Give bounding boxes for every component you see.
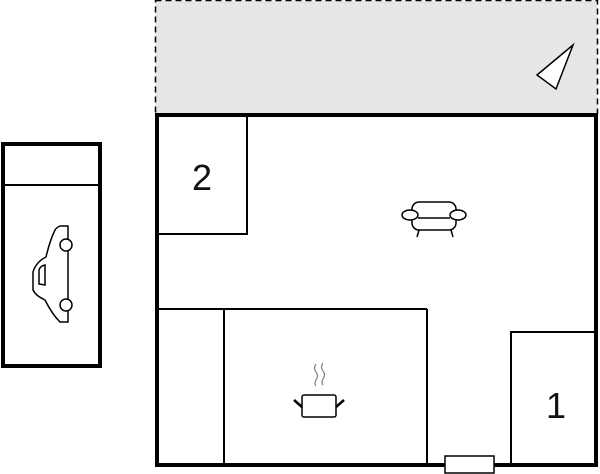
sofa-icon — [401, 201, 467, 238]
main-building-walls — [155, 113, 598, 467]
room-1 — [510, 331, 597, 466]
room-2-label: 2 — [192, 157, 212, 198]
room-2 — [156, 114, 248, 235]
car-icon — [32, 225, 73, 323]
room-1-label: 1 — [546, 385, 566, 426]
cooking-pot-icon — [293, 362, 345, 418]
north-arrow-icon — [535, 42, 575, 91]
terrace — [154, 0, 599, 116]
entrance-door — [444, 455, 495, 474]
